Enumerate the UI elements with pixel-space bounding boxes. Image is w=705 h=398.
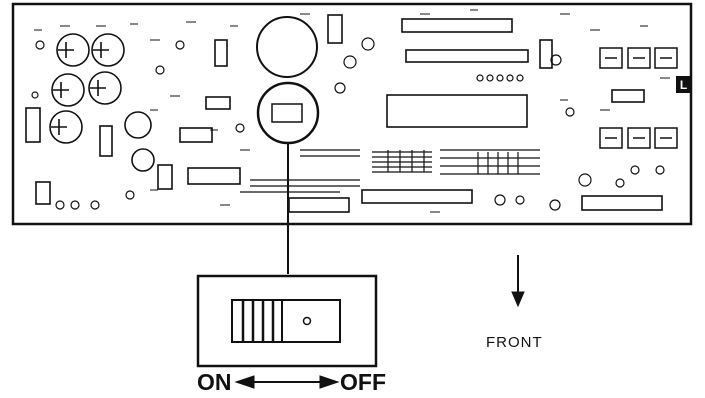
round-component (256, 16, 318, 78)
component-dots (31, 37, 665, 211)
off-label: OFF (340, 369, 386, 395)
switch-actuator-grip (241, 300, 275, 342)
front-arrow (511, 255, 525, 308)
transistor-blocks (599, 47, 678, 149)
corner-badge (676, 76, 691, 93)
ic-chips (25, 14, 663, 213)
capacitor-group (49, 33, 155, 172)
circuit-board: L (11, 2, 693, 226)
switch-on-board (271, 103, 303, 123)
on-label: ON (197, 369, 232, 395)
on-off-arrow (234, 375, 340, 389)
switch-actuator (231, 299, 283, 343)
board-outline (11, 2, 693, 226)
front-label: FRONT (486, 334, 543, 351)
switch-dot (302, 316, 312, 326)
trace-rows (240, 149, 540, 193)
corner-badge-letter: L (680, 78, 687, 92)
silkscreen-marks (34, 9, 670, 213)
enlarged-switch (196, 274, 378, 368)
